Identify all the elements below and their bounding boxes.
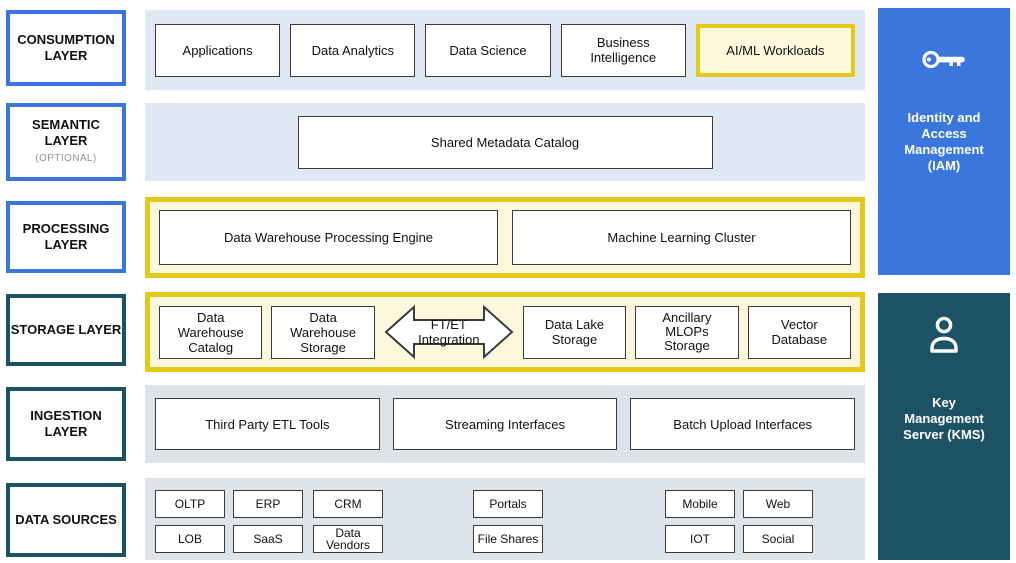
data-sources-band: OLTP ERP CRM Portals Mobile Web LOB SaaS…	[145, 478, 865, 560]
layer-label-processing-text: PROCESSING LAYER	[22, 221, 110, 252]
box-data-warehouse-catalog: Data Warehouse Catalog	[159, 305, 263, 359]
iam-panel-title: Identity and Access Management (IAM)	[904, 110, 984, 173]
layer-label-ingestion-text: INGESTION LAYER	[30, 408, 102, 439]
source-saas: SaaS	[233, 525, 303, 553]
layer-label-storage-text: STORAGE LAYER	[10, 322, 122, 337]
source-crm: CRM	[313, 490, 383, 518]
semantic-layer-band: Shared Metadata Catalog	[145, 103, 865, 181]
iam-panel: Identity and Access Management (IAM)	[878, 8, 1010, 275]
box-machine-learning-cluster: Machine Learning Cluster	[512, 210, 851, 265]
key-icon	[878, 46, 1010, 73]
storage-layer-band: Data Warehouse Catalog Data Warehouse St…	[145, 292, 865, 372]
source-social: Social	[743, 525, 813, 553]
person-icon	[878, 315, 1010, 353]
ingestion-layer-band: Third Party ETL Tools Streaming Interfac…	[145, 385, 865, 463]
source-web: Web	[743, 490, 813, 518]
box-shared-metadata-catalog: Shared Metadata Catalog	[297, 115, 713, 169]
box-data-warehouse-storage: Data Warehouse Storage	[271, 305, 375, 359]
source-oltp: OLTP	[155, 490, 225, 518]
kms-panel-title: Key Management Server (KMS)	[903, 395, 985, 442]
box-business-intelligence: Business Intelligence	[560, 23, 686, 77]
ftet-integration-arrow: FT/ET Integration	[384, 303, 514, 361]
layer-label-data-sources-text: DATA SOURCES	[15, 512, 117, 527]
box-vector-database: Vector Database	[747, 305, 852, 359]
source-portals: Portals	[473, 490, 543, 518]
layer-label-semantic-subtitle: (OPTIONAL)	[35, 153, 97, 164]
ftet-integration-label: FT/ET Integration	[418, 317, 480, 347]
box-applications: Applications	[155, 23, 281, 77]
consumption-layer-band: Applications Data Analytics Data Science…	[145, 10, 865, 90]
source-iot: IOT	[665, 525, 735, 553]
layer-label-consumption-text: CONSUMPTION LAYER	[17, 32, 115, 63]
box-batch-upload-interfaces: Batch Upload Interfaces	[630, 398, 856, 450]
source-mobile: Mobile	[665, 490, 735, 518]
box-data-lake-storage: Data Lake Storage	[522, 305, 627, 359]
layer-label-storage: STORAGE LAYER	[6, 294, 126, 366]
source-file-shares: File Shares	[473, 525, 543, 553]
source-data-vendors: Data Vendors	[313, 525, 383, 553]
box-data-science: Data Science	[425, 23, 551, 77]
layer-label-semantic: SEMANTIC LAYER (OPTIONAL)	[6, 103, 126, 181]
box-data-warehouse-processing-engine: Data Warehouse Processing Engine	[159, 210, 498, 265]
box-third-party-etl-tools: Third Party ETL Tools	[155, 398, 380, 450]
box-streaming-interfaces: Streaming Interfaces	[392, 398, 618, 450]
source-lob: LOB	[155, 525, 225, 553]
layer-label-semantic-text: SEMANTIC LAYER	[32, 117, 100, 148]
kms-panel: Key Management Server (KMS)	[878, 293, 1010, 560]
double-arrow-icon	[384, 304, 514, 360]
layer-label-consumption: CONSUMPTION LAYER	[6, 10, 126, 86]
box-data-analytics: Data Analytics	[290, 23, 416, 77]
layer-label-ingestion: INGESTION LAYER	[6, 387, 126, 461]
processing-layer-band: Data Warehouse Processing Engine Machine…	[145, 197, 865, 278]
box-ancillary-mlops-storage: Ancillary MLOPs Storage	[635, 305, 739, 359]
layer-label-data-sources: DATA SOURCES	[6, 483, 126, 557]
layer-label-processing: PROCESSING LAYER	[6, 201, 126, 273]
box-ai-ml-workloads: AI/ML Workloads	[695, 23, 856, 77]
source-erp: ERP	[233, 490, 303, 518]
